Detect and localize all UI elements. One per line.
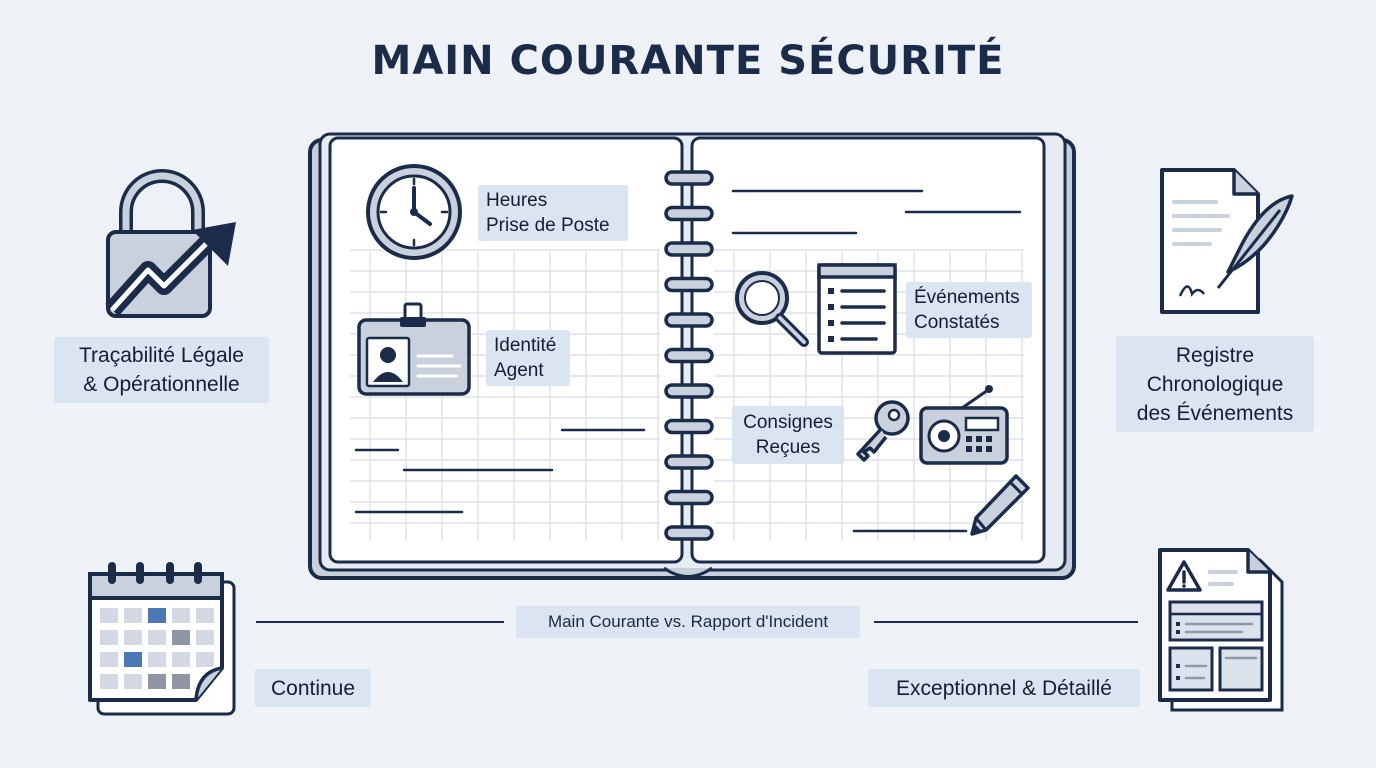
spiral-ring [664,418,714,435]
calendar-day-cell [148,630,166,645]
calendar-day-cell [148,674,166,689]
observed-events-line-2: Constatés [914,312,1000,333]
spiral-ring [664,205,714,222]
shift-hours-label: Heures Prise de Poste [478,185,628,241]
shift-hours-line-1: Heures [486,190,548,211]
calendar-day-cell [124,674,142,689]
calendar-day-cell [124,630,142,645]
calendar-day-cell [172,652,190,667]
calendar-day-cell [148,652,166,667]
received-instructions-label: Consignes Reçues [732,406,844,464]
chronological-register-label: Registre Chronologique des Événements [1116,336,1314,432]
radio-icon [919,385,1009,465]
traceability-label: Traçabilité Légale & Opérationnelle [54,337,269,403]
spiral-ring [664,489,714,506]
calendar-day-cell [172,674,190,689]
checklist-icon [817,263,897,355]
observed-events-label: Événements Constatés [906,282,1032,338]
exceptional-text: Exceptionnel & Détaillé [896,676,1112,700]
warning-report-icon [1158,548,1284,712]
calendar-day-cell [196,630,214,645]
calendar-day-cell [124,608,142,623]
agent-identity-line-1: Identité [494,335,557,356]
calendar-day-cell [148,608,166,623]
calendar-icon [88,562,236,716]
calendar-day-cell [124,652,142,667]
spiral-ring [664,276,714,293]
observed-events-line-1: Événements [914,287,1020,308]
spiral-ring [664,170,714,186]
key-icon [856,400,910,462]
spiral-ring [664,241,714,257]
shift-hours-line-2: Prise de Poste [486,215,610,236]
calendar-day-cell [100,608,118,623]
calendar-day-cell [172,630,190,645]
spiral-ring [664,383,714,399]
spiral-ring [664,347,714,364]
calendar-day-cell [172,608,190,623]
continuous-text: Continue [270,676,356,700]
document-quill-icon [1160,168,1294,314]
calendar-day-cell [196,608,214,623]
comparison-label: Main Courante vs. Rapport d'Incident [516,606,860,638]
register-line-1: Registre [1175,343,1255,367]
agent-identity-label: Identité Agent [486,330,570,386]
spiral-ring [664,312,714,328]
id-badge-icon [357,302,471,396]
pen-icon [970,474,1030,536]
received-instructions-line-1: Consignes [743,412,833,433]
register-line-2: Chronologique [1146,372,1284,396]
calendar-day-cell [100,630,118,645]
padlock-trend-icon [105,169,236,318]
magnifier-icon [735,271,809,347]
calendar-day-cell [100,674,118,689]
traceability-line-1: Traçabilité Légale [79,344,244,367]
page-title: MAIN COURANTE SÉCURITÉ [371,38,1005,84]
exceptional-label: Exceptionnel & Détaillé [868,669,1140,707]
calendar-day-cell [100,652,118,667]
calendar-day-cell [196,652,214,667]
agent-identity-line-2: Agent [494,360,544,381]
received-instructions-line-2: Reçues [755,437,821,458]
spiral-ring [664,454,714,470]
traceability-line-2: & Opérationnelle [83,373,240,396]
register-line-3: des Événements [1136,401,1294,425]
clock-icon [366,164,462,260]
spiral-ring [664,525,714,541]
continuous-label: Continue [255,669,371,707]
